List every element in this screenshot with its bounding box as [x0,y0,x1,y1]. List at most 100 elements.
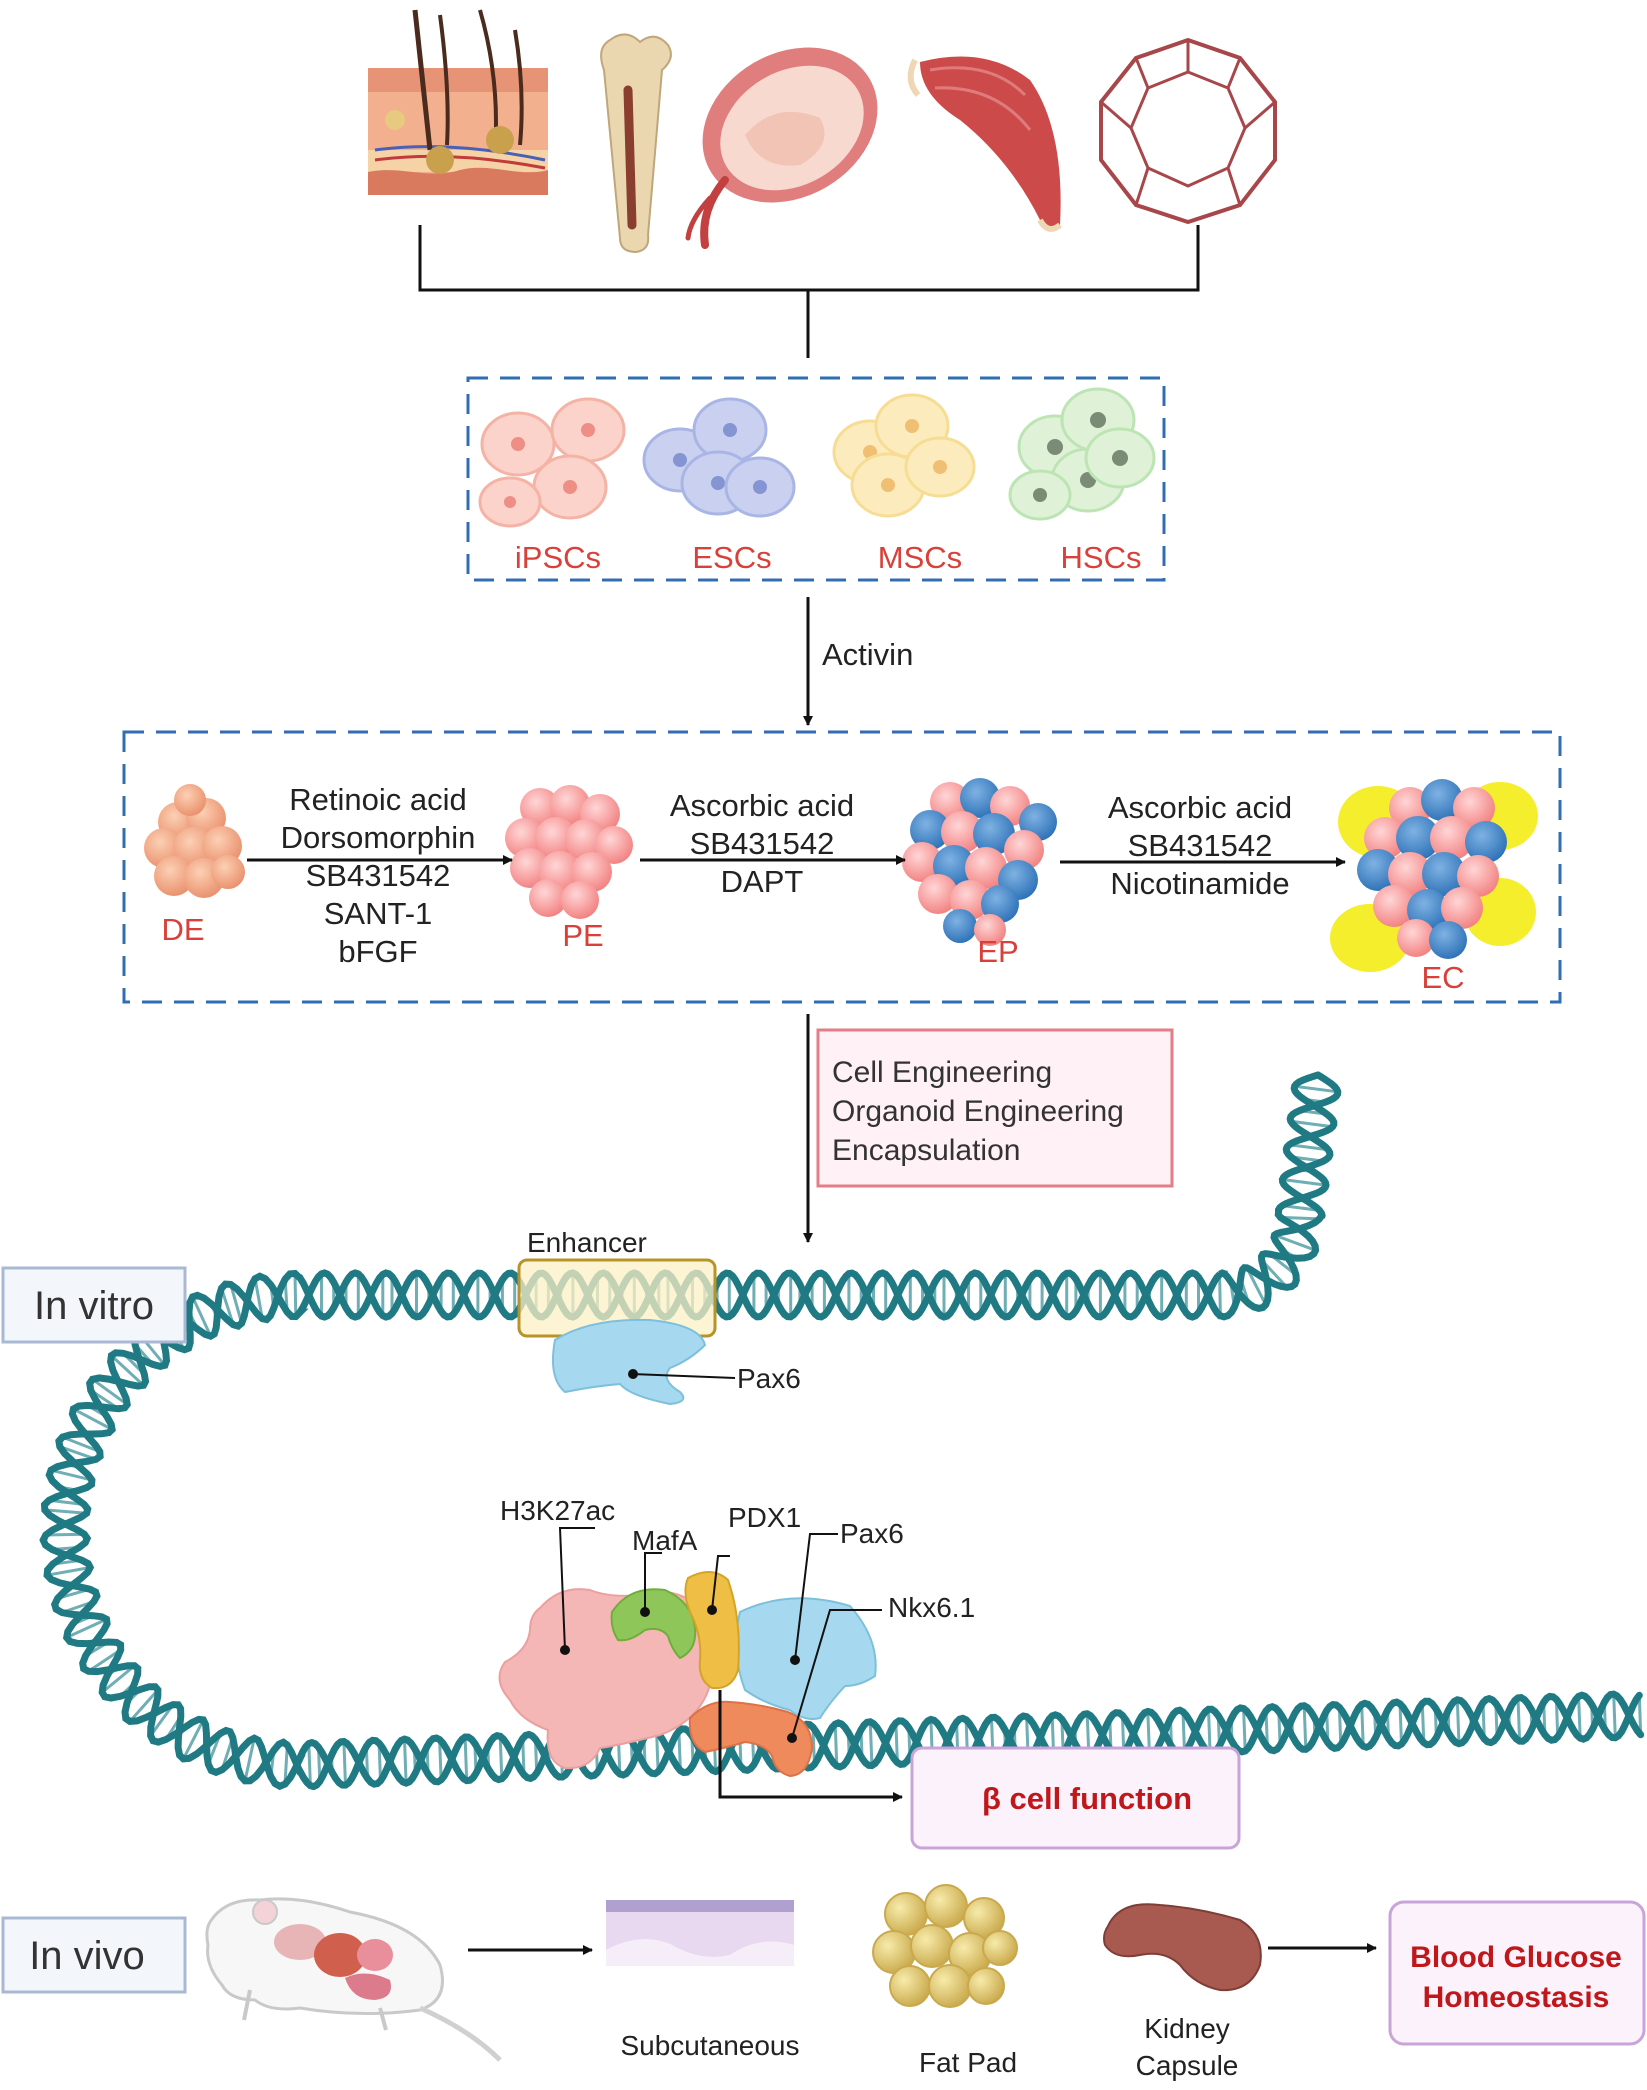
in-vivo-box [1,1916,187,1994]
dna-rung [1612,1692,1617,1740]
h3k27ac-dot [560,1645,570,1655]
tf-complex [498,1571,877,1778]
nkx61-dot [787,1733,797,1743]
dna-rung [243,1736,256,1783]
step1-reagent-4: SANT-1 [324,896,433,931]
dna-rung [128,1688,160,1723]
dna-rung [894,1721,899,1765]
stage-ep-label: EP [977,934,1018,969]
dna-rung [1293,1084,1340,1094]
ec-cluster-icon [1330,779,1538,972]
dna-rung [1280,1178,1328,1187]
dna-rung [1242,1707,1247,1753]
esc-cluster-icon [642,397,796,518]
pax6-top-leader [632,1373,736,1379]
dna-rung [1302,1704,1308,1751]
pe-cluster-icon [505,785,633,919]
de-cluster-icon [144,784,245,898]
ipsc-label: iPSCs [515,540,601,575]
dna-rung [1455,1698,1461,1746]
uterus-icon [685,47,878,249]
pax6-top-label: Pax6 [737,1363,801,1394]
dna-rung [1637,1693,1643,1737]
activin-label: Activin [822,637,913,672]
kidney-label: Kidney [1144,2013,1230,2044]
dna-rung [43,1508,89,1515]
msc-cluster-icon [832,393,976,518]
fat-pad-icon [872,1884,1018,2008]
step1-reagent-3: SB431542 [306,858,451,893]
blood-glucose-line-2: Homeostasis [1423,1981,1610,2014]
dna-rung [1280,1204,1321,1212]
mafa-label: MafA [632,1525,698,1556]
dna-rung [109,1354,145,1387]
in-vivo-label: In vivo [29,1934,145,1978]
nkx61-label: Nkx6.1 [888,1592,975,1623]
beta-cell-function-label: β cell function [982,1781,1192,1816]
dna-strand [39,1071,1645,1791]
msc-label: MSCs [878,540,962,575]
ipsc-cluster-icon [478,397,626,528]
step2-reagent-1: Ascorbic acid [670,788,854,823]
dna-rung [438,1738,443,1782]
beta-cell-function-box [910,1746,1241,1850]
differentiation-box [122,730,1562,1004]
pax6-lower-protein [735,1597,877,1720]
dna-rung [1516,1696,1522,1743]
pdx1-protein [684,1571,740,1690]
dna-rung [498,1734,504,1781]
stage-ec-label: EC [1421,960,1464,995]
hsc-label: HSCs [1061,540,1142,575]
pdx1-dot [707,1605,717,1615]
dna-rung [1577,1694,1582,1740]
dna-rung [307,1742,312,1788]
step1-reagent-2: Dorsomorphin [281,820,476,855]
pdx1-label: PDX1 [728,1502,801,1533]
dna-rung [283,1743,289,1786]
pax6-top-protein [552,1318,707,1406]
dna-rung [191,1295,213,1338]
step1-reagent-5: bFGF [338,934,417,969]
pax6-lower-label: Pax6 [840,1518,904,1549]
mafa-dot [640,1607,650,1617]
in-vitro-label: In vitro [34,1284,154,1328]
step3-reagent-1: Ascorbic acid [1108,790,1292,825]
dna-rung [1245,1266,1268,1307]
dna-rung [65,1617,108,1639]
engineering-line-2: Organoid Engineering [832,1095,1124,1128]
engineering-line-3: Encapsulation [832,1134,1020,1167]
tf-leaders [558,1527,882,1739]
dna-rung [1181,1710,1186,1754]
h3k27ac-label: H3K27ac [500,1495,615,1526]
dna-rung [1218,1272,1222,1318]
subcutaneous-icon [606,1900,794,1966]
blood-glucose-line-1: Blood Glucose [1410,1941,1622,1974]
step2-reagent-2: SB431542 [690,826,835,861]
bone-icon [600,33,672,254]
beta-arrow [718,1690,903,1802]
dna-rung [293,1272,298,1319]
dna-rung [181,1718,205,1761]
dna-rung [1207,1707,1212,1755]
dna-rung [91,1377,129,1406]
dna-rung [253,1277,264,1321]
fat-pad-label: Fat Pad [919,2047,1017,2078]
dna-rung [1337,1705,1343,1747]
dna-rung [1273,1233,1318,1252]
hsc-cluster-icon [1008,387,1156,521]
dna-rung [87,1648,123,1673]
ep-cluster-icon [902,778,1057,946]
source-bracket [418,225,1200,358]
dna-rung [45,1566,92,1577]
stage-pe-label: PE [562,918,603,953]
step2-reagent-3: DAPT [721,864,804,899]
scaffold-icon [1099,37,1277,225]
dna-rung [1420,1702,1426,1745]
dna-rung [655,1730,660,1774]
dna-rung [1360,1703,1365,1748]
skin-icon [368,9,548,195]
mouse-anatomy-icon [205,1897,502,2062]
pax6-lower-dot [790,1655,800,1665]
dna-rung [71,1407,114,1431]
subcutaneous-label: Subcutaneous [620,2030,799,2061]
